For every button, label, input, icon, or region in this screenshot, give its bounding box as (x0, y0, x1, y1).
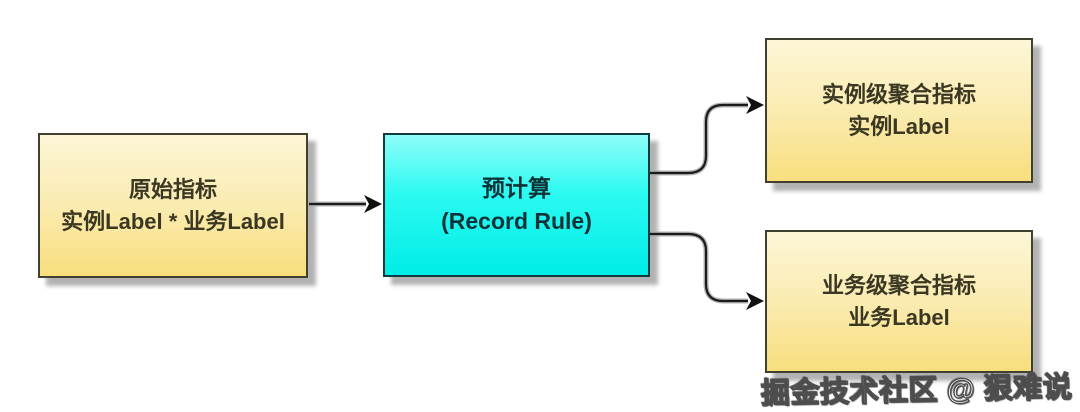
node-title: 业务级聚合指标 (821, 272, 976, 298)
edge-line (650, 103, 748, 175)
edge-arrowhead-icon (746, 96, 764, 114)
node-subtitle: 实例Label * 业务Label (61, 208, 285, 234)
node-subtitle: (Record Rule) (441, 208, 592, 234)
node-subtitle: 实例Label (848, 113, 950, 139)
node-title: 预计算 (482, 174, 551, 201)
edge-line (650, 232, 748, 303)
node-business-aggregate: 业务级聚合指标 业务Label (765, 230, 1033, 373)
watermark: 掘金技术社区 @ 狠难说 (760, 371, 1073, 411)
node-precompute: 预计算 (Record Rule) (383, 133, 650, 277)
edge-source-to-precompute (309, 195, 382, 213)
node-source-metric: 原始指标 实例Label * 业务Label (38, 133, 308, 278)
edge-precompute-to-instance (650, 96, 764, 175)
node-instance-aggregate: 实例级聚合指标 实例Label (765, 38, 1033, 183)
edge-arrowhead-icon (364, 195, 382, 213)
node-title: 原始指标 (128, 176, 217, 202)
edge-halo-line (650, 102, 748, 176)
node-subtitle: 业务Label (848, 304, 950, 330)
edge-halo-line (650, 231, 748, 304)
edge-arrowhead-icon (746, 292, 764, 310)
node-title: 实例级聚合指标 (821, 81, 976, 107)
edge-precompute-to-business (650, 232, 764, 310)
